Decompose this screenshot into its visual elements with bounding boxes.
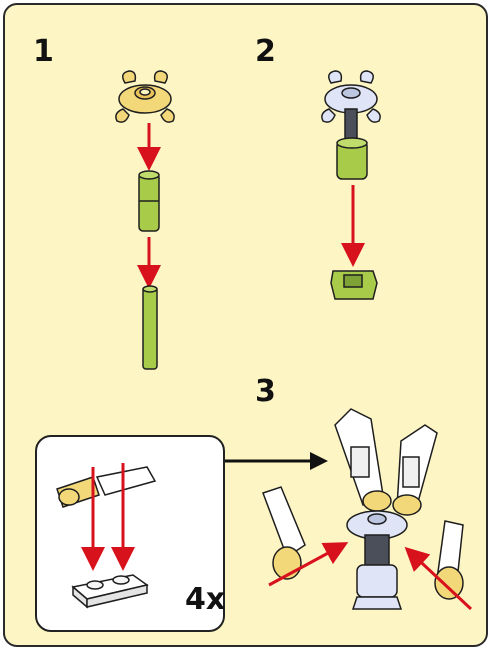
step2-lime-connector xyxy=(337,138,367,179)
quantity-label: 4x xyxy=(185,585,225,615)
callout-plate xyxy=(73,575,147,607)
instruction-page: 1 2 3 xyxy=(3,3,488,647)
step2-lime-bracket xyxy=(331,271,377,299)
step1-lime-connector xyxy=(139,171,159,231)
step2-flower-piece xyxy=(322,71,380,143)
step1-flower-piece xyxy=(116,71,174,122)
callout-clip-piece xyxy=(57,467,155,507)
step3-upper-wings xyxy=(335,409,437,515)
step3-center-body xyxy=(347,511,407,609)
step3-left-wing xyxy=(263,487,305,579)
step1-lime-rod xyxy=(143,286,157,369)
subassembly-callout: 4x xyxy=(35,435,225,632)
